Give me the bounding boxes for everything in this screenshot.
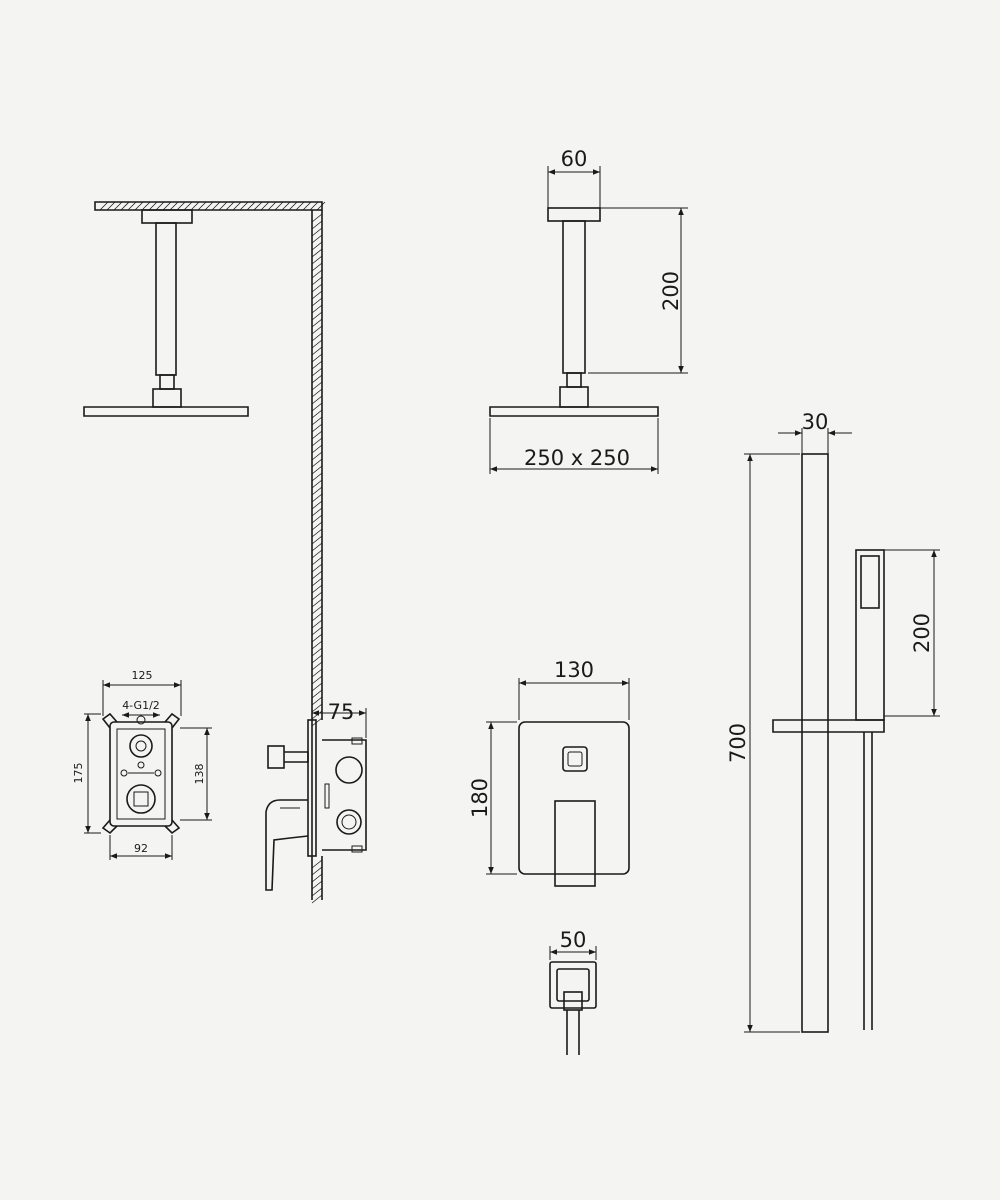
wall-outlet-view (549, 946, 597, 1055)
dim-rail-depth: 30 (802, 410, 829, 434)
dim-inlet-spec: 4-G1/2 (122, 699, 160, 712)
dim-box-height: 175 (72, 763, 85, 784)
dim-outlet-width: 50 (560, 928, 587, 952)
dim-plate-height: 180 (468, 778, 492, 818)
face-plate-front-view (486, 678, 630, 887)
concealed-box-front-view (101, 712, 181, 835)
dim-arm-width: 60 (561, 147, 588, 171)
dim-box-inner-width: 92 (134, 842, 148, 855)
dim-rail-length: 700 (726, 723, 750, 763)
ceiling-wall-section (94, 201, 326, 904)
box-dimensions (84, 680, 367, 860)
slide-rail-view (744, 428, 940, 1033)
mixer-side-view (265, 719, 367, 891)
dim-arm-height: 200 (659, 271, 683, 311)
ceiling-arm-dim-view (489, 166, 688, 474)
ceiling-arm-side-view (83, 209, 249, 417)
dim-plate-width: 130 (554, 658, 594, 682)
dim-box-width: 125 (132, 669, 153, 682)
dim-head-size: 250 x 250 (524, 446, 630, 470)
dim-box-inner-height: 138 (193, 764, 206, 785)
dim-body-depth: 75 (328, 700, 355, 724)
dim-handheld-length: 200 (910, 613, 934, 653)
